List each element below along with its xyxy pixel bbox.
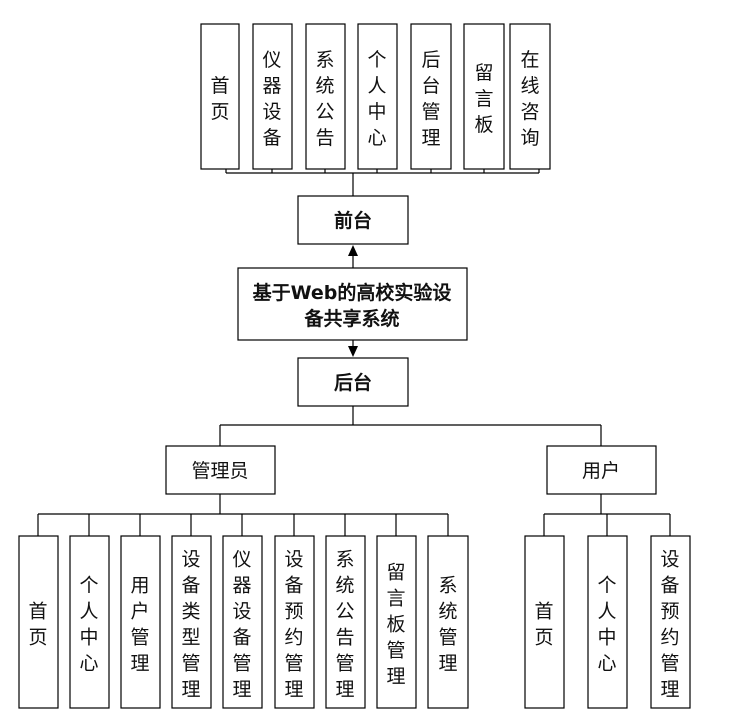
role-admin-label: 管理员: [191, 460, 248, 482]
user-child-reservation-management-label: 设备预约管理: [660, 548, 679, 700]
user-child-home-label: 首页: [534, 600, 553, 648]
root-node-line-1: 基于Web的高校实验设: [252, 281, 452, 304]
root-node: 基于Web的高校实验设 备共享系统: [237, 267, 468, 341]
front-child-announcements: 系统公告: [305, 23, 346, 170]
admin-child-user-management-label: 用户管理: [130, 574, 149, 674]
front-child-personal-center-label: 个人中心: [367, 49, 386, 149]
admin-child-home: 首页: [18, 535, 59, 709]
front-child-announcements-label: 系统公告: [315, 49, 334, 149]
back-node: 后台: [297, 357, 409, 407]
front-node-label: 前台: [334, 209, 372, 232]
admin-child-instrument-management: 仪器设备管理: [222, 535, 263, 709]
front-child-instruments: 仪器设备: [252, 23, 293, 170]
user-child-personal-center-label: 个人中心: [597, 574, 616, 674]
front-child-online-consult: 在线咨询: [509, 23, 551, 170]
admin-child-announcement-management: 系统公告管理: [325, 535, 366, 709]
arrow-to-front: [348, 245, 358, 268]
front-child-message-board-label: 留言板: [474, 62, 493, 136]
back-node-label: 后台: [334, 371, 372, 394]
user-child-personal-center: 个人中心: [587, 535, 628, 709]
user-child-reservation-management: 设备预约管理: [650, 535, 691, 709]
role-admin-node: 管理员: [165, 445, 276, 495]
admin-child-reservation-management-label: 设备预约管理: [284, 548, 303, 700]
admin-child-personal-center-label: 个人中心: [79, 574, 98, 674]
admin-child-home-label: 首页: [28, 600, 47, 648]
admin-children-connectors: [37, 494, 449, 536]
front-children-connectors: [225, 169, 540, 196]
admin-child-instrument-management-label: 仪器设备管理: [232, 548, 251, 700]
front-child-online-consult-label: 在线咨询: [520, 49, 539, 149]
admin-child-message-board-management-label: 留言板管理: [386, 561, 405, 687]
front-child-admin-label: 后台管理: [421, 49, 440, 149]
user-children-connectors: [543, 494, 671, 536]
admin-child-equipment-type-management: 设备类型管理: [171, 535, 212, 709]
front-child-personal-center: 个人中心: [357, 23, 398, 170]
front-child-message-board: 留言板: [463, 23, 505, 170]
root-node-line-2: 备共享系统: [303, 307, 399, 330]
front-child-home-label: 首页: [210, 75, 229, 123]
front-node: 前台: [297, 195, 409, 245]
admin-child-equipment-type-management-label: 设备类型管理: [181, 548, 200, 700]
admin-child-personal-center: 个人中心: [69, 535, 110, 709]
admin-child-reservation-management: 设备预约管理: [274, 535, 315, 709]
admin-child-announcement-management-label: 系统公告管理: [335, 548, 354, 700]
front-child-admin: 后台管理: [410, 23, 452, 170]
front-child-instruments-label: 仪器设备: [262, 49, 281, 149]
admin-child-user-management: 用户管理: [120, 535, 161, 709]
admin-child-system-management-label: 系统管理: [438, 574, 457, 674]
role-user-node: 用户: [546, 445, 657, 495]
back-roles-connectors: [219, 406, 602, 446]
front-child-home: 首页: [200, 23, 240, 170]
admin-child-system-management: 系统管理: [427, 535, 469, 709]
user-child-home: 首页: [524, 535, 565, 709]
admin-child-message-board-management: 留言板管理: [376, 535, 417, 709]
arrow-to-back: [348, 340, 358, 357]
role-user-label: 用户: [582, 460, 620, 482]
